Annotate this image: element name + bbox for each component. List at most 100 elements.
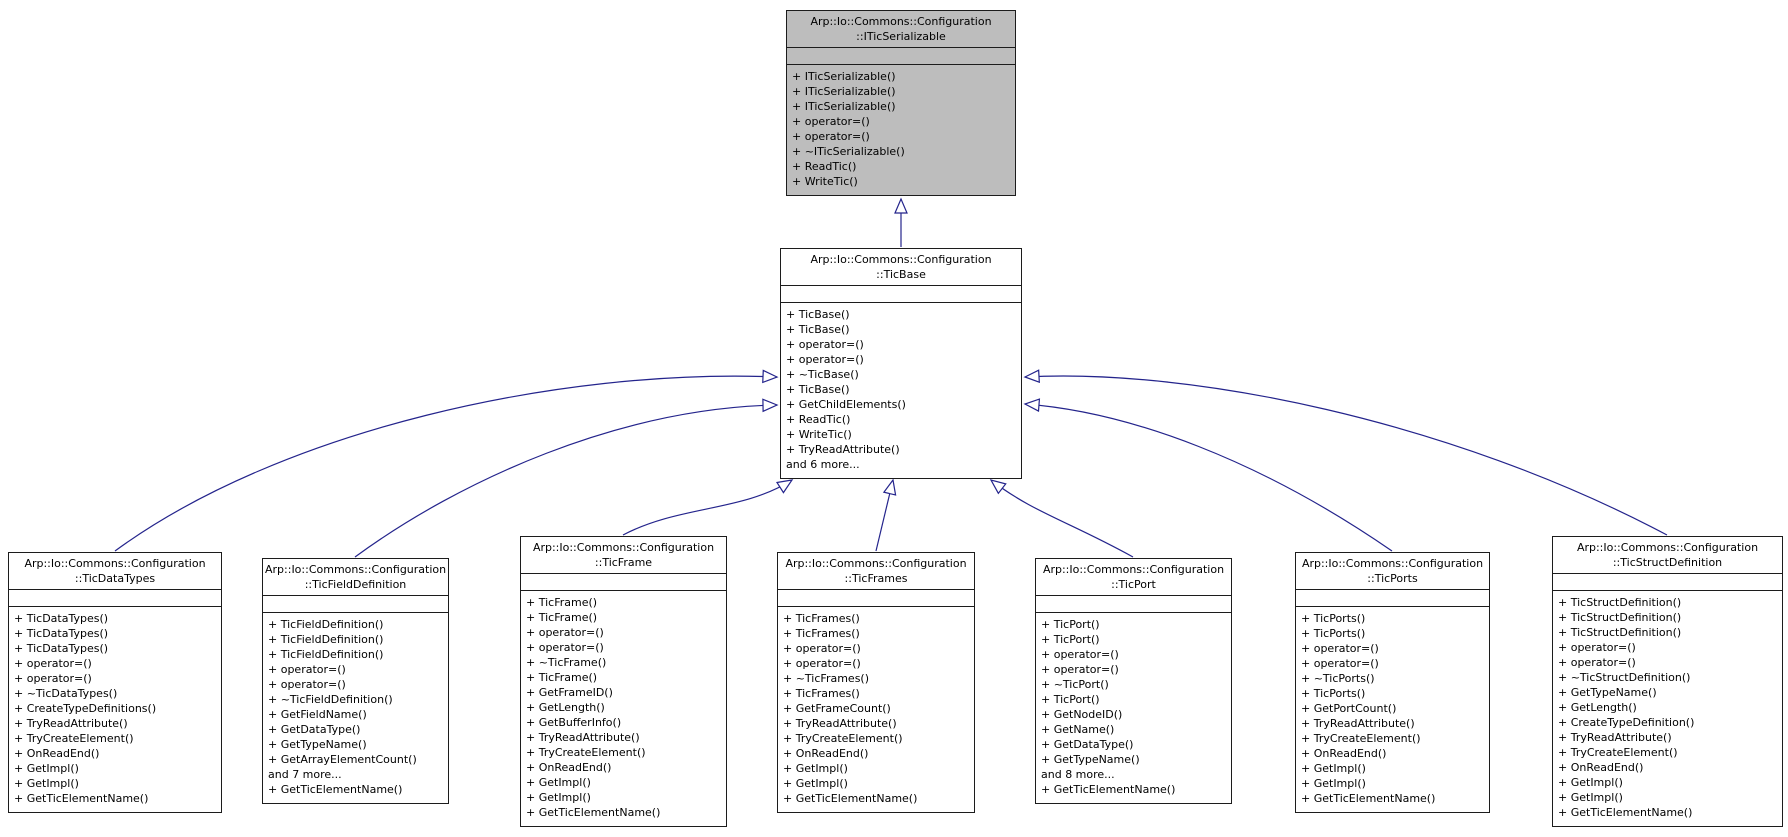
class-title: Arp::Io::Commons::Configuration::TicFram…: [778, 553, 974, 590]
methods-compartment: + TicFrame()+ TicFrame()+ operator=()+ o…: [521, 591, 726, 826]
method-entry: + operator=(): [783, 657, 861, 670]
class-title-line: ::ITicSerializable: [856, 30, 946, 43]
method-entry: + operator=(): [1301, 642, 1379, 655]
class-title-line: Arp::Io::Commons::Configuration: [1576, 541, 1759, 554]
method-entry: + TicStructDefinition(): [1558, 596, 1682, 609]
method-entry: + operator=(): [783, 642, 861, 655]
method-entry: + GetLength(): [1558, 701, 1637, 714]
method-entry: + TryReadAttribute(): [783, 717, 897, 730]
method-entry: + TryCreateElement(): [1558, 746, 1678, 759]
class-box-ticstructdefinition[interactable]: Arp::Io::Commons::Configuration::TicStru…: [1552, 536, 1783, 827]
method-entry: + GetTicElementName(): [1301, 792, 1436, 805]
attributes-compartment: [521, 574, 726, 591]
method-entry: + GetTicElementName(): [526, 806, 661, 819]
class-box-ticdatatypes[interactable]: Arp::Io::Commons::Configuration::TicData…: [8, 552, 222, 813]
attributes-compartment: [263, 596, 448, 613]
attributes-compartment: [1553, 574, 1782, 591]
inheritance-arrow-ticdatatypes-to-ticbase: [114, 369, 779, 552]
method-entry: + GetTicElementName(): [783, 792, 918, 805]
class-title: Arp::Io::Commons::Configuration::ITicSer…: [787, 11, 1015, 48]
method-entry: + GetTicElementName(): [1558, 806, 1693, 819]
method-entry: + GetImpl(): [1558, 776, 1623, 789]
method-entry: + TicPort(): [1041, 693, 1100, 706]
method-entry: + TicPort(): [1041, 618, 1100, 631]
method-entry: + TicBase(): [786, 323, 850, 336]
method-entry: + OnReadEnd(): [1301, 747, 1387, 760]
class-title: Arp::Io::Commons::Configuration::TicFram…: [521, 537, 726, 574]
method-entry: + GetFieldName(): [268, 708, 367, 721]
method-entry: + WriteTic(): [792, 175, 858, 188]
method-entry: + GetTicElementName(): [1041, 783, 1176, 796]
class-title-line: Arp::Io::Commons::Configuration: [24, 557, 206, 570]
method-entry: + operator=(): [792, 130, 870, 143]
method-entry: + TicFrames(): [783, 612, 860, 625]
method-entry: + GetTicElementName(): [268, 783, 403, 796]
method-entry: + ~TicStructDefinition(): [1558, 671, 1691, 684]
method-entry: + TicPort(): [1041, 633, 1100, 646]
method-entry: + TicStructDefinition(): [1558, 611, 1682, 624]
class-title-line: Arp::Io::Commons::Configuration: [1042, 563, 1225, 576]
inheritance-arrow-ticport-to-ticbase: [989, 479, 1134, 558]
class-title: Arp::Io::Commons::Configuration::TicStru…: [1553, 537, 1782, 574]
class-title: Arp::Io::Commons::Configuration::TicData…: [9, 553, 221, 590]
class-title: Arp::Io::Commons::Configuration::TicPort…: [1296, 553, 1489, 590]
class-box-ticport[interactable]: Arp::Io::Commons::Configuration::TicPort…: [1035, 558, 1232, 804]
method-entry: + GetBufferInfo(): [526, 716, 622, 729]
method-entry: + operator=(): [1301, 657, 1379, 670]
method-entry: + TicBase(): [786, 383, 850, 396]
attributes-compartment: [781, 286, 1021, 303]
methods-compartment: + TicPort()+ TicPort()+ operator=()+ ope…: [1036, 613, 1231, 803]
method-entry: + operator=(): [786, 353, 864, 366]
methods-compartment: + ITicSerializable()+ ITicSerializable()…: [787, 65, 1015, 195]
method-entry: + GetName(): [1041, 723, 1115, 736]
method-entry: + GetImpl(): [1558, 791, 1623, 804]
class-title-line: ::TicBase: [876, 268, 926, 281]
method-entry: + GetImpl(): [1301, 777, 1366, 790]
class-title-line: ::TicStructDefinition: [1612, 556, 1723, 569]
class-title-line: ::TicPort: [1111, 578, 1156, 591]
inheritance-arrow-ticstructdefinition-to-ticbase: [1023, 369, 1668, 536]
class-box-ticfielddefinition[interactable]: Arp::Io::Commons::Configuration::TicFiel…: [262, 558, 449, 804]
method-entry: + operator=(): [526, 641, 604, 654]
method-entry: + OnReadEnd(): [14, 747, 100, 760]
method-entry: + GetTypeName(): [268, 738, 367, 751]
methods-compartment: + TicStructDefinition() + TicStructDefini…: [1553, 591, 1782, 826]
class-title-line: ::TicDataTypes: [74, 572, 156, 585]
method-entry: + operator=(): [526, 626, 604, 639]
method-entry: + GetChildElements(): [786, 398, 906, 411]
method-entry: + ITicSerializable(): [792, 70, 896, 83]
method-entry: + GetPortCount(): [1301, 702, 1397, 715]
class-box-iticserializable[interactable]: Arp::Io::Commons::Configuration::ITicSer…: [786, 10, 1016, 196]
method-entry: + CreateTypeDefinition(): [1558, 716, 1695, 729]
method-entry: + GetImpl(): [526, 776, 591, 789]
class-box-ticports[interactable]: Arp::Io::Commons::Configuration::TicPort…: [1295, 552, 1490, 813]
class-title: Arp::Io::Commons::Configuration::TicPort: [1036, 559, 1231, 596]
method-entry: + ~TicFieldDefinition(): [268, 693, 393, 706]
method-entry: + operator=(): [14, 657, 92, 670]
attributes-compartment: [1296, 590, 1489, 607]
method-entry: + GetLength(): [526, 701, 605, 714]
class-box-ticframe[interactable]: Arp::Io::Commons::Configuration::TicFram…: [520, 536, 727, 827]
method-entry: + TicDataTypes(): [14, 612, 109, 625]
class-title-line: ::TicPorts: [1367, 572, 1418, 585]
method-entry: + TryReadAttribute(): [526, 731, 640, 744]
method-entry: + GetFrameCount(): [783, 702, 891, 715]
method-entry: + GetImpl(): [14, 762, 79, 775]
class-box-ticbase[interactable]: Arp::Io::Commons::Configuration::TicBase…: [780, 248, 1022, 479]
method-entry: + GetImpl(): [526, 791, 591, 804]
method-entry: + OnReadEnd(): [1558, 761, 1644, 774]
methods-compartment: + TicBase() + TicBase() + operator=() + ope…: [781, 303, 1021, 478]
method-entry: + TryCreateElement(): [783, 732, 903, 745]
method-entry: + OnReadEnd(): [783, 747, 869, 760]
method-entry: + ~TicPort(): [1041, 678, 1109, 691]
method-entry: + TicPorts(): [1301, 627, 1366, 640]
method-entry: + TicFrames(): [783, 687, 860, 700]
method-entry: + TryReadAttribute(): [786, 443, 900, 456]
method-entry: + TicFrames(): [783, 627, 860, 640]
method-entry: + ReadTic(): [792, 160, 857, 173]
method-entry: + CreateTypeDefinitions(): [14, 702, 157, 715]
method-entry: + operator=(): [786, 338, 864, 351]
class-box-ticframes[interactable]: Arp::Io::Commons::Configuration::TicFram…: [777, 552, 975, 813]
class-title-line: Arp::Io::Commons::Configuration: [265, 563, 447, 576]
